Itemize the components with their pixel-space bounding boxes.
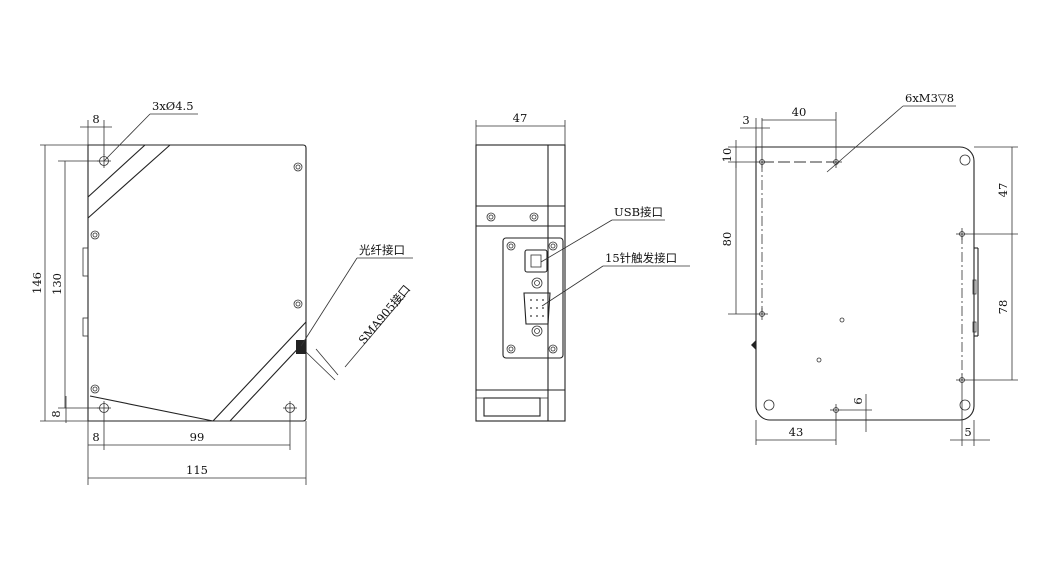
hole-spec-label: 3xØ4.5 [152, 99, 194, 113]
middle-view: 47 USB接口 15针触发接口 [475, 111, 690, 422]
right-dim-right-top: 47 [996, 183, 1010, 198]
right-dim-left-offset: 3 [742, 113, 749, 127]
fiber-connector [296, 340, 306, 354]
right-dim-right-edge: 5 [964, 425, 971, 439]
right-dim-right-span: 78 [996, 300, 1010, 315]
dim-bottom-left: 8 [92, 430, 99, 444]
right-dim-bottom-hole-y: 6 [851, 397, 865, 404]
trigger-interface-label: 15针触发接口 [605, 251, 677, 265]
left-chamfer-upper-2 [87, 144, 171, 219]
right-view: 6xM3▽8 3 40 10 80 47 78 43 6 [720, 91, 1018, 446]
dim-hole-span: 99 [190, 430, 205, 444]
left-chamfer-upper-1 [87, 144, 146, 198]
middle-bottom-slot [483, 397, 541, 417]
fiber-interface-label: 光纤接口 [359, 243, 405, 257]
usb-interface-label: USB接口 [614, 205, 663, 219]
trigger-connector [523, 292, 551, 325]
dim-height-inner: 130 [50, 273, 64, 295]
usb-port [524, 249, 548, 273]
left-view: 3xØ4.5 8 146 130 8 8 99 115 光纤接口 [30, 99, 413, 485]
left-mount-holes [90, 154, 303, 415]
connector-panel [502, 237, 564, 359]
right-dim-hole-vertical: 80 [720, 232, 734, 247]
left-side-tab-lower [82, 317, 89, 337]
panel-screws [506, 241, 558, 354]
right-body-outline [755, 146, 975, 421]
left-chamfer-lower-1 [212, 321, 307, 422]
dim-width-total: 115 [186, 463, 208, 477]
right-dim-hole-x: 40 [792, 105, 807, 119]
right-dim-bottom-hole-x: 43 [789, 425, 804, 439]
left-side-tab-upper [82, 247, 89, 277]
left-body-outline [87, 144, 307, 422]
right-dim-top-offset: 10 [720, 148, 734, 163]
dim-bottom-offset: 8 [49, 410, 63, 417]
thread-spec-label: 6xM3▽8 [905, 91, 954, 105]
left-chamfer-lower-2 [229, 339, 307, 422]
middle-body-outline [475, 144, 566, 422]
dim-top-offset: 8 [92, 112, 99, 126]
sma-interface-label: SMA905接口 [356, 282, 414, 347]
left-chamfer-bottom [89, 395, 214, 422]
dim-height-outer: 146 [30, 272, 44, 294]
middle-dim-width: 47 [513, 111, 528, 125]
m3-holes [756, 156, 968, 416]
